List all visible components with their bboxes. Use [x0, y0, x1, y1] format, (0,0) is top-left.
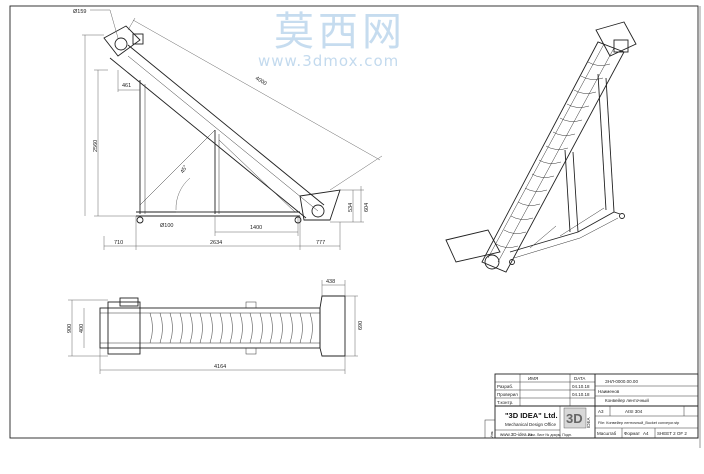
motor-top	[119, 297, 139, 307]
buckets-top	[149, 312, 313, 344]
watermark: 莫西网 www.3dmox.com	[258, 9, 406, 70]
dim-right: 777	[316, 240, 325, 246]
dim-w3: 690	[358, 321, 364, 330]
format-label: Формат	[624, 431, 640, 436]
drawing-code: ЗНЛ-0000.00.00	[605, 379, 638, 384]
dim-h2: 604	[364, 203, 370, 212]
left-stub: Изм.	[490, 431, 494, 438]
top-view-dimensions: 438 900 400 690 4164	[67, 279, 364, 370]
side-view-dimensions: Ø159 4000 461 2560 45° Ø100 1400 534 604…	[73, 9, 370, 246]
dim-hopper: 438	[326, 279, 335, 285]
company-name: "3D IDEA" Ltd.	[505, 411, 558, 420]
name-label: Наименов	[598, 389, 620, 394]
date-2: 04.10.18	[572, 392, 590, 397]
tail-pulley-iso	[484, 254, 500, 270]
drive-head	[103, 25, 141, 57]
company-website: www.3D-idea.ru	[500, 432, 532, 437]
logo-side-text: IDEA	[586, 417, 591, 428]
dim-total: 4164	[214, 364, 226, 370]
tail-pulley	[311, 204, 325, 218]
base-frame-iso	[509, 211, 621, 253]
drive-head-iso	[595, 21, 637, 57]
row-developer: Разраб.	[497, 384, 513, 389]
buckets-iso	[495, 61, 611, 248]
feed-hopper	[299, 189, 341, 221]
motor-iso	[613, 39, 629, 53]
sheet-number: SHEET 2 OF 2	[657, 431, 687, 436]
file-name: File: Конвейер ленточный_Bucket conveyor…	[598, 421, 679, 425]
title-block-text: ИМЯ DATA Разраб. Проверил Т.контр. 04.10…	[490, 376, 687, 438]
scale-label: Масштаб	[597, 431, 617, 436]
dim-offset: 461	[122, 83, 131, 89]
material: AISI 304	[625, 409, 643, 414]
drive-unit-top	[107, 301, 141, 355]
sheet-frame	[9, 5, 701, 448]
bottom-note: Изм. Лист № докум. Подп.	[528, 433, 572, 437]
motor	[132, 33, 144, 45]
top-view	[68, 280, 358, 374]
watermark-chinese: 莫西网	[274, 9, 406, 55]
dim-w2: 400	[79, 324, 85, 333]
dim-inner: 1400	[250, 225, 262, 231]
col-header-date: DATA	[574, 376, 585, 381]
drawing-title: Конвейер ленточный	[605, 397, 649, 403]
dim-left: 710	[114, 240, 123, 246]
company-subtitle: Mechanical Design Office	[505, 422, 556, 427]
dim-w1: 900	[67, 324, 73, 333]
dim-base: 2634	[210, 240, 222, 246]
title-block: 3D IDEA	[484, 373, 699, 439]
company-logo: 3D IDEA	[563, 407, 591, 429]
belt-outline-top	[99, 307, 321, 349]
dim-wheel: Ø100	[160, 223, 173, 229]
dim-h1: 534	[348, 203, 354, 212]
hopper-top	[319, 295, 346, 357]
isometric-view	[445, 21, 637, 273]
wheel-left	[136, 216, 144, 224]
col-header-name: ИМЯ	[528, 376, 538, 381]
format-value: A4	[643, 431, 649, 436]
size-label: А3	[598, 409, 604, 414]
watermark-url: www.3dmox.com	[258, 52, 399, 70]
dim-angle: 45°	[180, 164, 189, 174]
dim-pulley: Ø159	[73, 9, 86, 15]
hopper-iso	[445, 229, 501, 263]
row-checked: Проверил	[497, 392, 518, 397]
logo-text: 3D	[566, 411, 583, 426]
side-view	[82, 9, 383, 250]
drive-pulley	[114, 37, 128, 51]
dim-height: 2560	[93, 140, 99, 152]
dim-length: 4000	[254, 76, 268, 88]
date-1: 04.10.18	[572, 384, 590, 389]
row-control: Т.контр.	[497, 400, 513, 405]
